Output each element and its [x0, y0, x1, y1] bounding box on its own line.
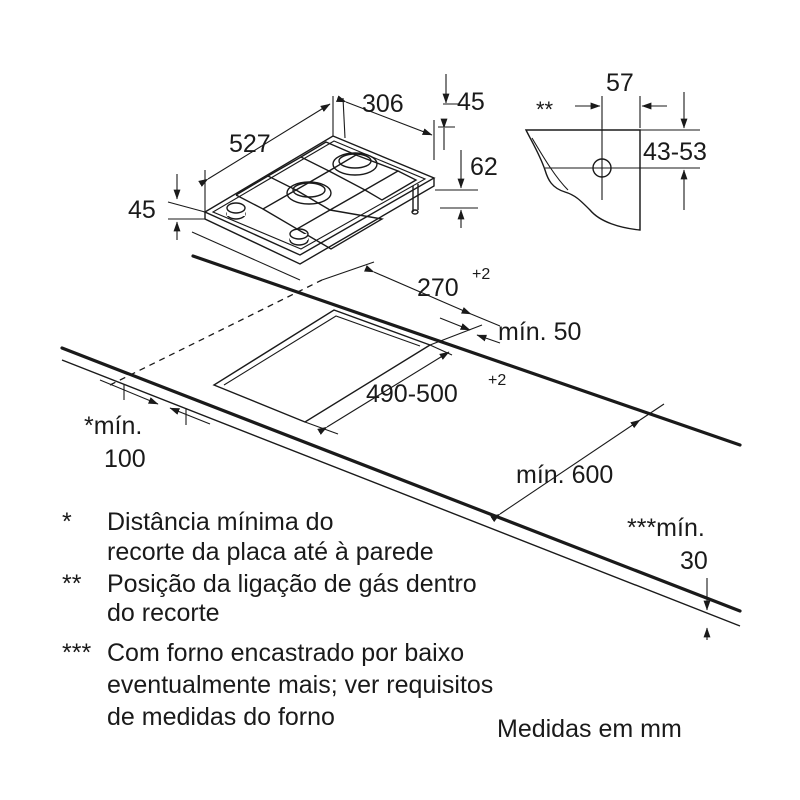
dim-min-50-label: mín. 50	[498, 318, 581, 346]
note-3-line-3: de medidas do forno	[107, 703, 335, 731]
dim-min-30-label-a: ***mín.	[627, 514, 705, 542]
gas-connection-drawing: ** 57 43-53	[524, 69, 707, 231]
dim-527-label: 527	[229, 130, 271, 158]
dim-57-label: 57	[606, 69, 634, 97]
gas-marker-label: **	[536, 97, 554, 122]
worktop-cutout-drawing	[60, 254, 742, 640]
note-3-mark: ***	[62, 639, 91, 667]
dim-306-label: 306	[362, 90, 404, 118]
note-2-mark: **	[62, 570, 82, 598]
note-1-line-2: recorte da placa até à parede	[107, 538, 434, 566]
note-1-mark: *	[62, 508, 72, 536]
dim-527: 527	[198, 96, 334, 212]
dim-270-tol: +2	[472, 266, 490, 283]
units-label: Medidas em mm	[497, 715, 682, 743]
dim-490-500-tol: +2	[488, 372, 506, 389]
notes-block: * Distância mínima do recorte da placa a…	[62, 508, 493, 731]
note-3-line-2: eventualmente mais; ver requisitos	[107, 671, 493, 699]
dim-45-top: 45	[438, 74, 485, 150]
dim-45-left-label: 45	[128, 196, 156, 224]
dim-270-label: 270	[417, 274, 459, 302]
note-1-line-1: Distância mínima do	[107, 508, 333, 536]
dim-min-30-label-b: 30	[680, 547, 708, 575]
dim-min-100-label-a: *mín.	[84, 412, 142, 440]
dim-min-100-label-b: 100	[104, 445, 146, 473]
note-3-line-1: Com forno encastrado por baixo	[107, 639, 464, 667]
dim-min-600-label: mín. 600	[516, 461, 613, 489]
note-2-line-1: Posição da ligação de gás dentro	[107, 570, 477, 598]
dim-490-500-label: 490-500	[366, 380, 458, 408]
note-2-line-2: do recorte	[107, 599, 220, 627]
dim-43-53-label: 43-53	[643, 138, 707, 166]
dim-62-label: 62	[470, 153, 498, 181]
dim-306: 306	[335, 90, 435, 160]
dim-45-left: 45	[128, 174, 206, 240]
dim-45-top-label: 45	[457, 88, 485, 116]
dim-62: 62	[435, 150, 498, 228]
